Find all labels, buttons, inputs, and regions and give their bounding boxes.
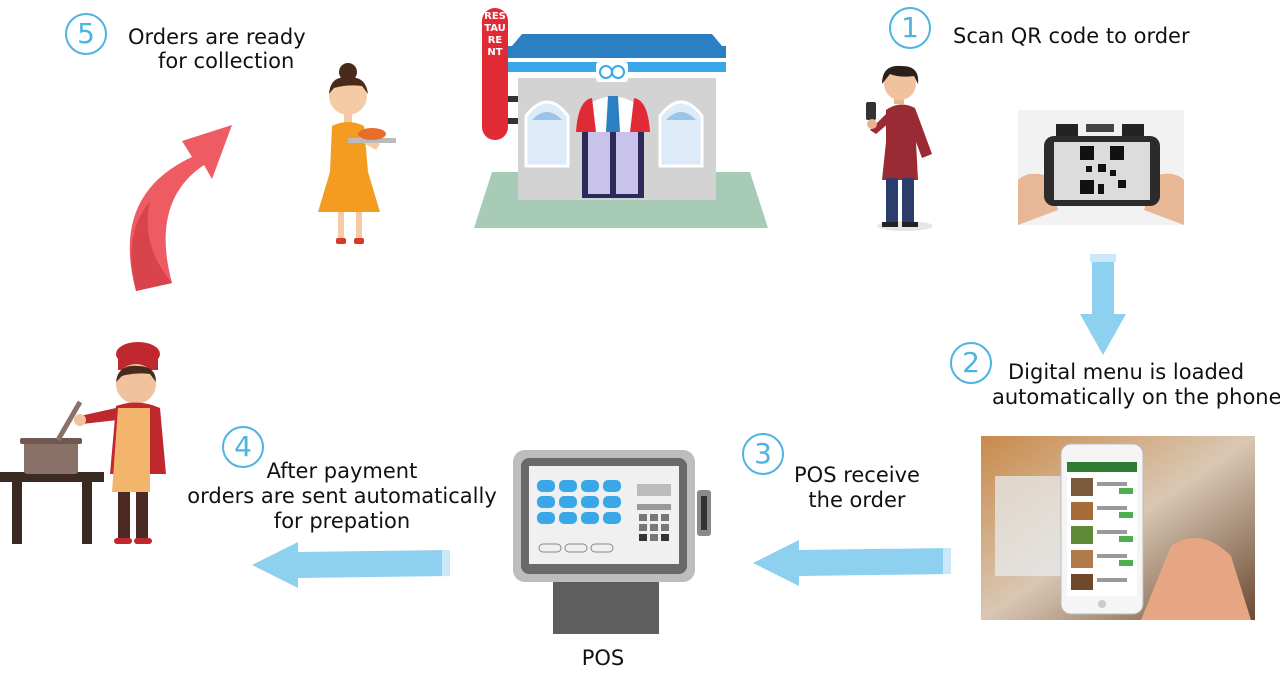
restaurant-sign: RESTAURENT xyxy=(484,11,506,58)
restaurant-icon xyxy=(474,8,768,228)
step-4-label-line3: for prepation xyxy=(273,509,411,533)
left-arrow-to-pos-icon xyxy=(753,540,951,586)
menu-phone-icon xyxy=(981,436,1255,620)
person-phone-icon xyxy=(866,65,933,231)
step-3-label-line1: POS receive xyxy=(794,463,920,487)
step-2-number: 2 xyxy=(950,342,992,384)
step-5-number: 5 xyxy=(65,13,107,55)
step-3-number: 3 xyxy=(742,433,784,475)
left-arrow-to-chef-icon xyxy=(252,542,450,588)
step-5-label-line1: Orders are ready xyxy=(128,25,306,49)
step-5-label-line2: for collection xyxy=(158,49,295,73)
chef-icon xyxy=(0,342,166,544)
step-4-number: 4 xyxy=(222,426,264,468)
waitress-icon xyxy=(318,63,396,244)
step-1-label: Scan QR code to order xyxy=(953,24,1190,48)
step-2-label-line2: automatically on the phone xyxy=(992,385,1280,409)
step-1-number: 1 xyxy=(889,7,931,49)
step-2-label-line1: Digital menu is loaded xyxy=(1008,360,1245,384)
step-4-label-line1: After payment xyxy=(266,459,418,483)
pos-label: POS xyxy=(581,646,625,670)
down-arrow-icon xyxy=(1080,254,1126,355)
qr-code-phone-icon xyxy=(1018,110,1184,225)
step-4-label-line2: orders are sent automatically xyxy=(187,484,497,508)
pos-terminal-icon xyxy=(513,450,711,634)
step-3-label-line2: the order xyxy=(808,488,906,512)
curved-arrow-icon xyxy=(129,125,232,291)
